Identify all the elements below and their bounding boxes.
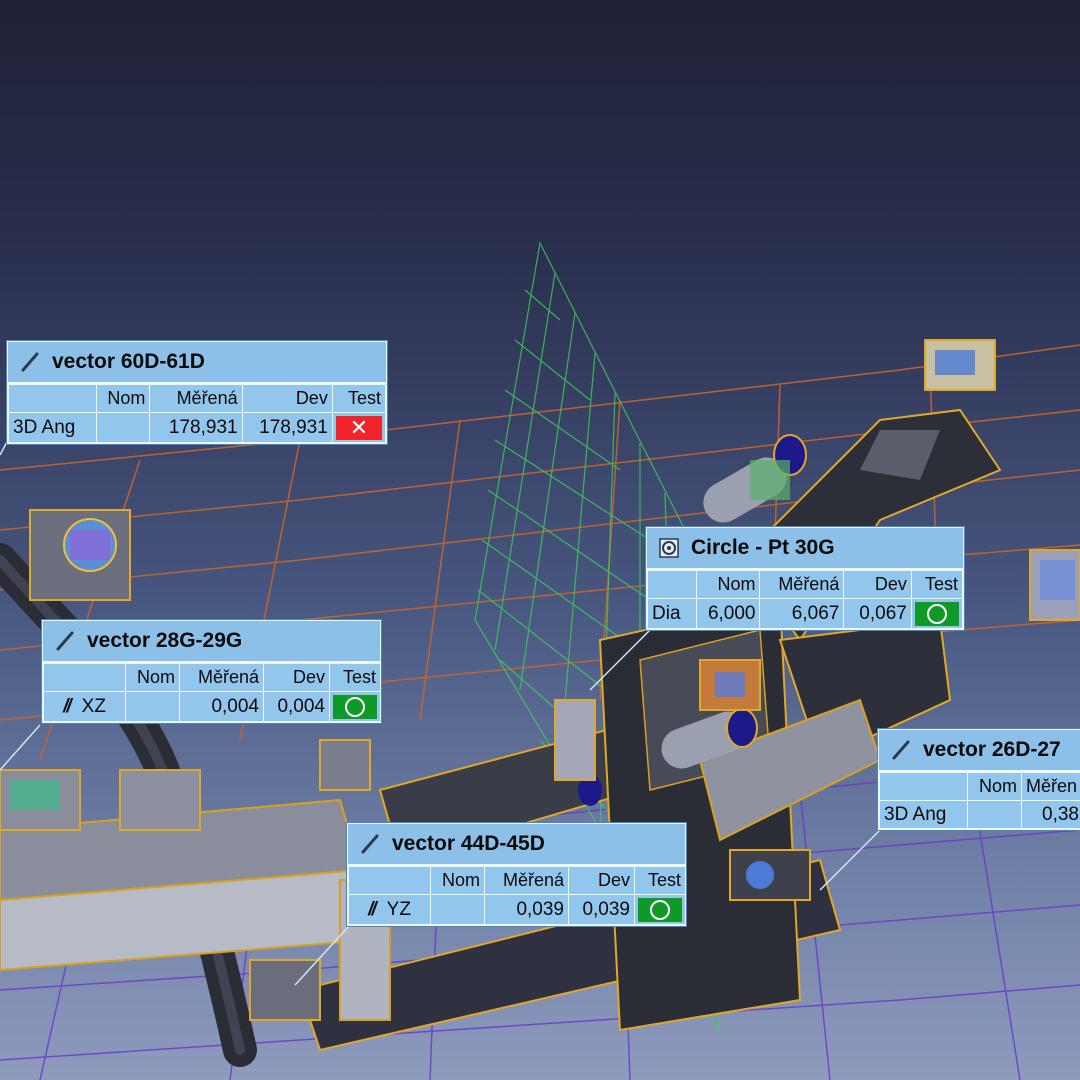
panel-title-text: vector 44D-45D xyxy=(392,832,545,855)
header-nom: Nom xyxy=(96,384,151,413)
panel-title[interactable]: vector 26D-27 xyxy=(879,730,1080,772)
circle-icon xyxy=(657,536,681,560)
header-dev: Dev xyxy=(568,866,635,895)
row-label-cell: // YZ xyxy=(348,894,431,925)
value-merena: 178,931 xyxy=(149,412,243,443)
header-test: Test xyxy=(331,384,387,413)
value-nom xyxy=(967,800,1022,829)
header-merena: Měřen xyxy=(1021,772,1080,801)
vector-icon xyxy=(358,832,382,856)
value-nom xyxy=(96,412,151,443)
header-dev: Dev xyxy=(843,570,912,599)
test-result-cell xyxy=(329,691,381,722)
panel-title-text: vector 60D-61D xyxy=(52,350,205,373)
row-label: Dia xyxy=(646,598,698,629)
measurement-panel-circle-pt-30g[interactable]: Circle - Pt 30G Nom Měřená Dev Test Dia … xyxy=(646,527,964,630)
cad-assembly[interactable] xyxy=(0,339,1080,1067)
vector-icon xyxy=(889,738,913,762)
measurement-table: Nom Měřená Dev Test Dia 6,000 6,067 0,06… xyxy=(646,570,964,629)
row-label: YZ xyxy=(386,898,411,920)
header-blank xyxy=(7,384,98,413)
header-dev: Dev xyxy=(263,663,330,692)
value-nom xyxy=(125,691,180,722)
pass-status-icon xyxy=(333,694,377,719)
measurement-panel-vector-44d-45d[interactable]: vector 44D-45D Nom Měřená Dev Test // YZ xyxy=(347,823,686,926)
vector-icon xyxy=(53,629,77,653)
measurement-table: Nom Měřen 3D Ang 0,38 xyxy=(879,772,1080,829)
measurement-table: Nom Měřená Dev Test // YZ 0,039 0,039 xyxy=(348,866,686,925)
value-nom xyxy=(430,894,485,925)
parallel-icon: // xyxy=(63,695,71,717)
value-merena: 0,039 xyxy=(484,894,569,925)
header-nom: Nom xyxy=(430,866,485,895)
test-result-cell xyxy=(910,598,964,629)
header-blank xyxy=(43,663,126,692)
value-nom: 6,000 xyxy=(696,598,761,629)
row-label: 3D Ang xyxy=(7,412,98,443)
header-merena: Měřená xyxy=(484,866,569,895)
panel-title[interactable]: vector 28G-29G xyxy=(43,621,380,663)
measurement-panel-vector-28g-29g[interactable]: vector 28G-29G Nom Měřená Dev Test // XZ xyxy=(42,620,381,723)
header-merena: Měřená xyxy=(149,384,243,413)
value-merena: 6,067 xyxy=(759,598,845,629)
value-dev: 0,039 xyxy=(568,894,635,925)
value-dev: 0,067 xyxy=(843,598,912,629)
header-nom: Nom xyxy=(967,772,1022,801)
header-test: Test xyxy=(634,866,686,895)
panel-title[interactable]: Circle - Pt 30G xyxy=(647,528,963,570)
header-nom: Nom xyxy=(125,663,180,692)
measurement-table: Nom Měřená Dev Test 3D Ang 178,931 178,9… xyxy=(7,384,387,443)
leader-lines xyxy=(0,439,881,986)
header-blank xyxy=(879,772,968,801)
vector-icon xyxy=(18,350,42,374)
value-merena: 0,004 xyxy=(179,691,264,722)
panel-title-text: Circle - Pt 30G xyxy=(691,536,835,559)
reference-plane-grid xyxy=(474,241,721,1031)
row-label: XZ xyxy=(81,695,106,717)
header-merena: Měřená xyxy=(179,663,264,692)
value-merena: 0,38 xyxy=(1021,800,1080,829)
measurement-panel-vector-26d-27[interactable]: vector 26D-27 Nom Měřen 3D Ang 0,38 xyxy=(878,729,1080,830)
test-result-cell xyxy=(634,894,686,925)
parallel-icon: // xyxy=(368,898,376,920)
row-label-cell: // XZ xyxy=(43,691,126,722)
panel-title-text: vector 26D-27 xyxy=(923,738,1061,761)
fail-status-icon: ✕ xyxy=(335,415,382,440)
measurement-table: Nom Měřená Dev Test // XZ 0,004 0,004 xyxy=(43,663,381,722)
value-dev: 0,004 xyxy=(263,691,330,722)
panel-title[interactable]: vector 60D-61D xyxy=(8,342,386,384)
header-dev: Dev xyxy=(241,384,333,413)
panel-title-text: vector 28G-29G xyxy=(87,629,243,652)
value-dev: 178,931 xyxy=(241,412,333,443)
pass-status-icon xyxy=(638,897,682,922)
header-test: Test xyxy=(910,570,964,599)
header-blank xyxy=(646,570,698,599)
header-blank xyxy=(348,866,431,895)
header-nom: Nom xyxy=(696,570,761,599)
header-merena: Měřená xyxy=(759,570,845,599)
pass-status-icon xyxy=(914,601,959,626)
test-result-cell: ✕ xyxy=(331,412,387,443)
panel-title[interactable]: vector 44D-45D xyxy=(348,824,685,866)
header-test: Test xyxy=(329,663,381,692)
measurement-panel-vector-60d-61d[interactable]: vector 60D-61D Nom Měřená Dev Test 3D An… xyxy=(7,341,387,444)
row-label: 3D Ang xyxy=(879,800,968,829)
